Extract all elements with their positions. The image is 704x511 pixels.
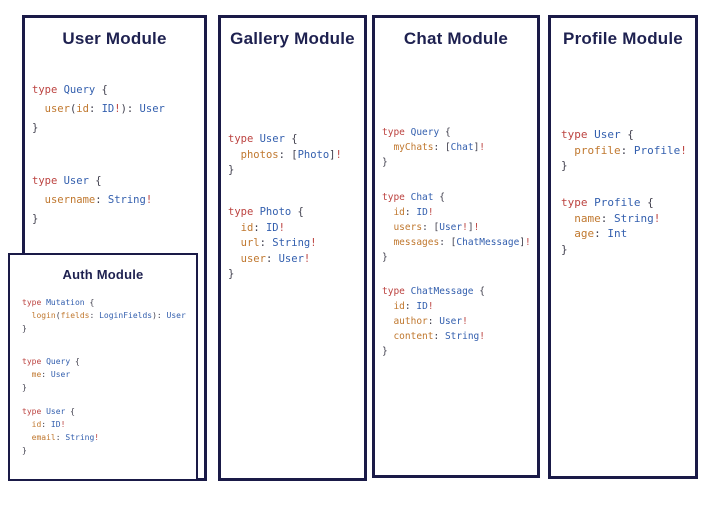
gallery-module-title: Gallery Module <box>230 29 355 48</box>
code-block-profile-user: type User { profile: Profile!} <box>561 128 687 172</box>
user-module-title: User Module <box>62 29 167 48</box>
profile-module-title: Profile Module <box>563 29 683 48</box>
chat-module-title: Chat Module <box>403 29 509 48</box>
code-block-auth-query: type Query { me: User} <box>22 357 80 392</box>
code-block-chat-chatmessage: type ChatMessage { id: ID! author: User!… <box>382 286 486 357</box>
profile-module-panel: Profile Module type User { profile: Prof… <box>548 15 698 479</box>
gallery-module-panel: Gallery Module type User { photos: [Phot… <box>218 15 367 481</box>
code-block-profile-profile: type Profile { name: String! age: Int} <box>561 196 661 256</box>
code-block-chat-query: type Query { myChats: [Chat]!} <box>382 127 486 168</box>
code-block-user-query: type Query { user(id: ID!): User} <box>32 84 165 134</box>
code-block-gallery-user: type User { photos: [Photo]!} <box>228 133 342 176</box>
auth-module-panel: Auth Module type Mutation { login(fields… <box>8 253 198 481</box>
code-block-auth-user: type User { id: ID! email: String!} <box>22 407 100 455</box>
code-block-auth-mutation: type Mutation { login(fields: LoginField… <box>22 298 186 333</box>
code-block-chat-chat: type Chat { id: ID! users: [User!]! mess… <box>382 192 531 263</box>
code-block-user-user: type User { username: String!} <box>32 175 153 225</box>
code-block-gallery-photo: type Photo { id: ID! url: String! user: … <box>228 206 317 280</box>
auth-module-title: Auth Module <box>62 267 144 282</box>
chat-module-panel: Chat Module type Query { myChats: [Chat]… <box>372 15 540 478</box>
